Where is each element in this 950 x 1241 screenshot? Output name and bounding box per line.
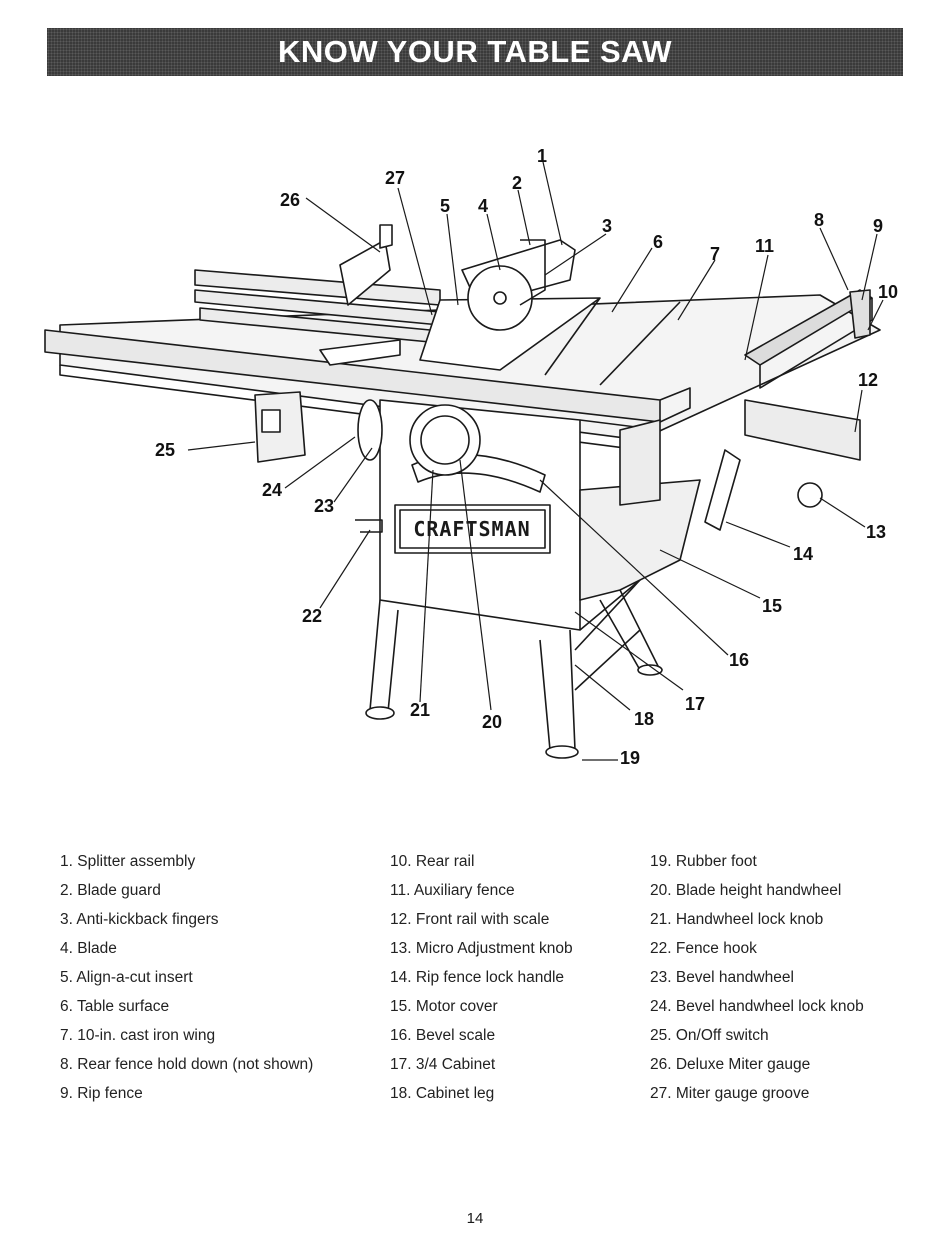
legend-item: 9. Rip fence <box>60 1085 143 1102</box>
legend-column-2: 10. Rear rail 11. Auxiliary fence 12. Fr… <box>390 850 573 1111</box>
legend-item: 12. Front rail with scale <box>390 911 550 928</box>
callout-15: 15 <box>762 596 782 616</box>
callout-1: 1 <box>537 146 547 166</box>
legend-item: 13. Micro Adjustment knob <box>390 940 573 957</box>
callout-23: 23 <box>314 496 334 516</box>
callout-6: 6 <box>653 232 663 252</box>
callout-9: 9 <box>873 216 883 236</box>
legend-item: 7. 10-in. cast iron wing <box>60 1027 216 1044</box>
legend-item: 1. Splitter assembly <box>60 853 196 870</box>
legend-item: 11. Auxiliary fence <box>390 882 515 899</box>
callout-21: 21 <box>410 700 430 720</box>
callout-2: 2 <box>512 173 522 193</box>
legend-item: 2. Blade guard <box>60 882 161 899</box>
callout-8: 8 <box>814 210 824 230</box>
legend-item: 8. Rear fence hold down (not shown) <box>60 1056 314 1073</box>
legend-item: 22. Fence hook <box>650 940 757 957</box>
callout-25: 25 <box>155 440 175 460</box>
callout-26: 26 <box>280 190 300 210</box>
callout-12: 12 <box>858 370 878 390</box>
section-title-banner: KNOW YOUR TABLE SAW <box>47 28 903 76</box>
callout-27: 27 <box>385 168 405 188</box>
legend-item: 23. Bevel handwheel <box>650 969 794 986</box>
section-title: KNOW YOUR TABLE SAW <box>277 34 673 69</box>
legend-column-1: 1. Splitter assembly 2. Blade guard 3. A… <box>60 850 313 1111</box>
callout-11: 11 <box>755 236 774 256</box>
table-saw-illustration: 1 2 3 4 5 6 7 8 9 10 11 12 13 14 15 16 1… <box>44 146 898 768</box>
callout-4: 4 <box>478 196 488 216</box>
callout-18: 18 <box>634 709 654 729</box>
callout-17: 17 <box>685 694 705 714</box>
legend-item: 21. Handwheel lock knob <box>650 911 824 928</box>
legend-item: 14. Rip fence lock handle <box>390 969 565 986</box>
legend-item: 26. Deluxe Miter gauge <box>650 1056 811 1073</box>
legend-item: 6. Table surface <box>60 998 170 1015</box>
callout-5: 5 <box>440 196 450 216</box>
legend-item: 18. Cabinet leg <box>390 1085 495 1102</box>
callout-16: 16 <box>729 650 749 670</box>
callout-24: 24 <box>262 480 282 500</box>
legend-item: 10. Rear rail <box>390 853 475 870</box>
legend-item: 16. Bevel scale <box>390 1027 496 1044</box>
callout-10: 10 <box>878 282 898 302</box>
legend-item: 17. 3/4 Cabinet <box>390 1056 496 1073</box>
legend-item: 27. Miter gauge groove <box>650 1085 810 1102</box>
page-number: 14 <box>466 1210 484 1227</box>
legend-item: 25. On/Off switch <box>650 1027 769 1044</box>
legend-item: 5. Align-a-cut insert <box>60 969 193 986</box>
legend-item: 19. Rubber foot <box>650 853 757 870</box>
callout-3: 3 <box>602 216 612 236</box>
callout-13: 13 <box>866 522 886 542</box>
brand-label: CRAFTSMAN <box>413 517 530 541</box>
legend-item: 15. Motor cover <box>390 998 498 1015</box>
legend-column-3: 19. Rubber foot 20. Blade height handwhe… <box>650 850 864 1111</box>
callout-20: 20 <box>482 712 502 732</box>
callout-14: 14 <box>793 544 813 564</box>
callout-22: 22 <box>302 606 322 626</box>
callout-19: 19 <box>620 748 640 768</box>
legend-item: 20. Blade height handwheel <box>650 882 842 899</box>
table-saw-diagram: 1 2 3 4 5 6 7 8 9 10 11 12 13 14 15 16 1… <box>0 130 950 790</box>
callout-7: 7 <box>710 244 720 264</box>
legend-item: 3. Anti-kickback fingers <box>60 911 219 928</box>
legend-item: 24. Bevel handwheel lock knob <box>650 998 864 1015</box>
legend-item: 4. Blade <box>60 940 117 957</box>
